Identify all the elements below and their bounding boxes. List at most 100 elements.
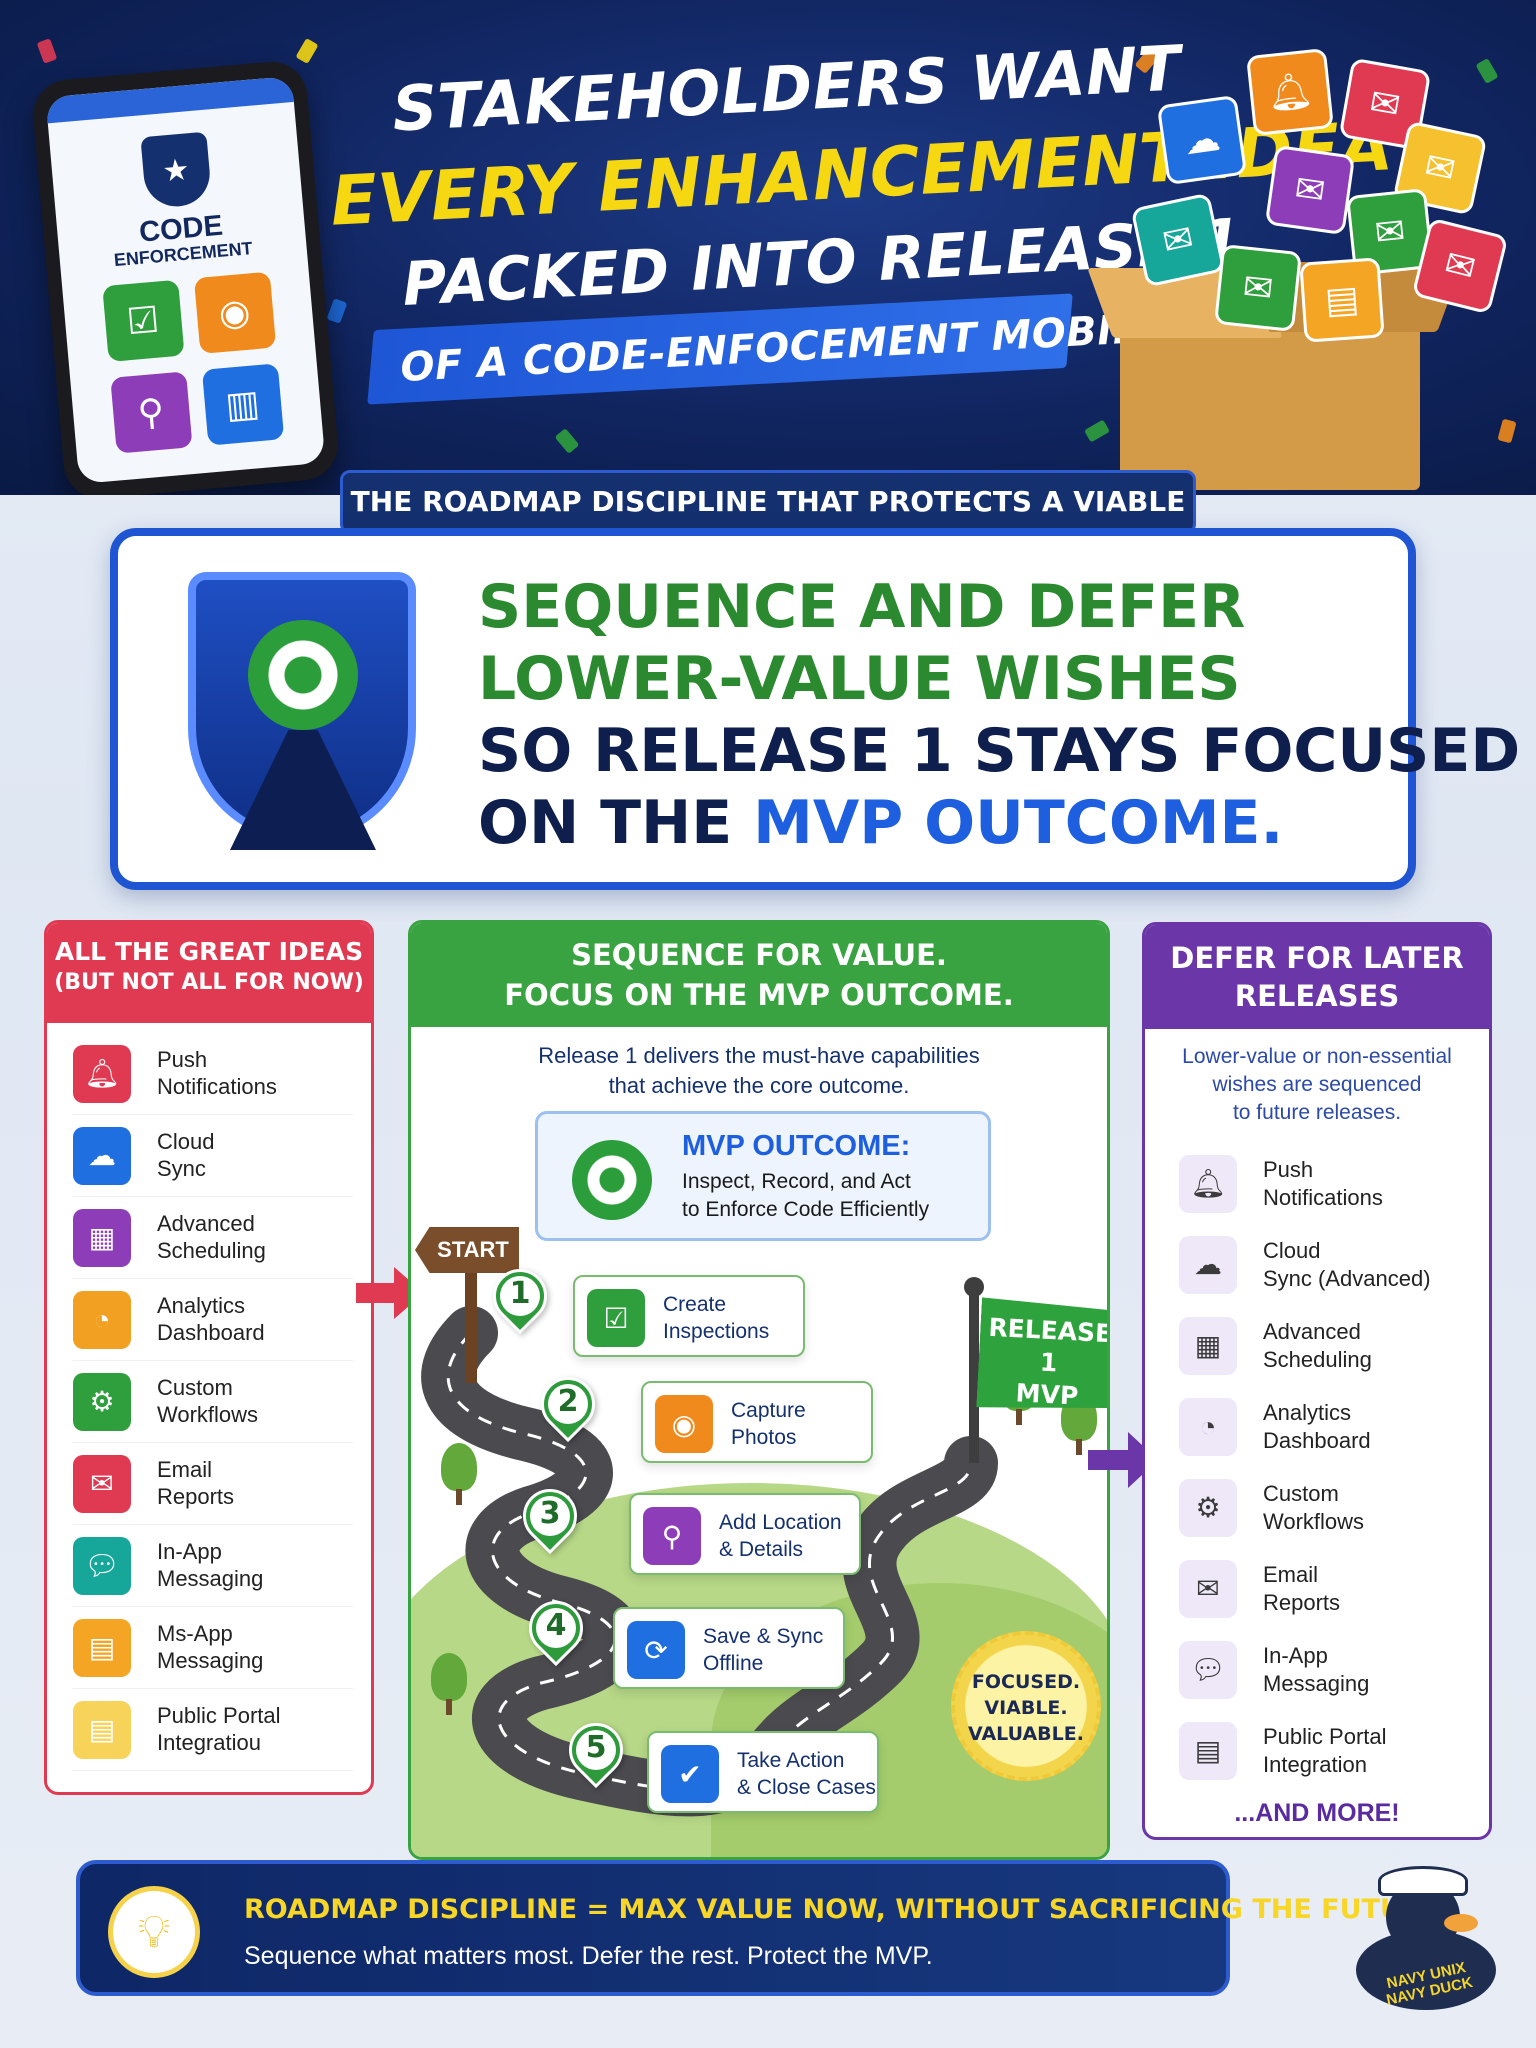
- deferred-item: ✉Email Reports: [1179, 1548, 1475, 1629]
- tree: [441, 1443, 477, 1491]
- calendar-icon: ▦: [73, 1208, 131, 1267]
- arrow-right-icon: [356, 1267, 424, 1319]
- idea-item-label: Public Portal Integratiou: [157, 1703, 281, 1755]
- tree-trunk: [446, 1699, 452, 1715]
- bell-icon: 🔔︎: [1246, 48, 1334, 136]
- footer-headline: ROADMAP DISCIPLINE = MAX VALUE NOW, WITH…: [244, 1894, 1452, 1925]
- core-line-4: ON THE MVP OUTCOME.: [478, 788, 1283, 858]
- step-marker-inner: [576, 1730, 616, 1770]
- deferred-item-label: Public Portal Integration: [1263, 1723, 1387, 1777]
- step-label: Take Action & Close Cases: [737, 1749, 876, 1799]
- deferred-item: ⚙ Custom Workflows: [1179, 1467, 1475, 1548]
- chat-icon: 💬︎: [73, 1536, 131, 1595]
- cloud-icon: ☁: [1156, 94, 1248, 186]
- deferred-item-label: In-App Messaging: [1263, 1642, 1370, 1696]
- footer-banner: 💡︎ ROADMAP DISCIPLINE = MAX VALUE NOW, W…: [76, 1860, 1451, 1996]
- phone-illustration: ★ CODE ENFORCEMENT ☑ ◉ ⚲ ▥: [30, 58, 341, 495]
- idea-item-label: Custom Workflows: [157, 1375, 259, 1427]
- focused-badge: FOCUSED. VIABLE. VALUABLE.: [951, 1631, 1101, 1781]
- shield-icon: ★: [139, 131, 212, 210]
- confetti: [326, 298, 348, 324]
- confetti: [1497, 418, 1517, 444]
- camera-icon: ◉: [193, 272, 276, 355]
- location-pin-icon: ⚲: [643, 1507, 701, 1565]
- step-card: ⚲Add Location & Details: [629, 1493, 861, 1575]
- sequence-panel: SEQUENCE FOR VALUE. FOCUS ON THE MVP OUT…: [408, 920, 1110, 1860]
- sequence-panel-intro: Release 1 delivers the must-have capabil…: [538, 1043, 980, 1098]
- flag-pole: [969, 1285, 979, 1463]
- lightbulb-icon: 💡︎: [108, 1886, 200, 1978]
- idea-item-label: Analytics Dashboard: [157, 1293, 265, 1345]
- chat-icon: ✉: [1214, 244, 1302, 332]
- confetti: [295, 37, 319, 65]
- clipboard-icon: ☑: [101, 280, 185, 363]
- bar-chart-icon: ▥: [201, 363, 284, 447]
- location-pin-icon: ⚲: [109, 371, 193, 455]
- step-number: 3: [539, 1496, 561, 1531]
- sync-icon: ⟳: [627, 1621, 685, 1679]
- gear-icon: ⚙: [1179, 1478, 1237, 1537]
- confetti: [36, 38, 58, 64]
- and-more-label: ...AND MORE!: [1234, 1799, 1400, 1827]
- step-card: ⟳Save & Sync Offline: [613, 1607, 845, 1689]
- core-message-card: SEQUENCE AND DEFER LOWER-VALUE WISHES SO…: [110, 528, 1520, 890]
- idea-item: 💬︎ In-App Messaging: [73, 1525, 353, 1607]
- sequence-panel-title: SEQUENCE FOR VALUE. FOCUS ON THE MVP OUT…: [411, 923, 1107, 1027]
- deferred-item: 💬︎In-App Messaging: [1179, 1629, 1475, 1710]
- ideas-panel-header: ALL THE GREAT IDEAS (BUT NOT ALL FOR NOW…: [47, 923, 371, 1023]
- idea-item: ☁Cloud Sync: [73, 1115, 353, 1197]
- idea-item-label: Advanced Scheduling: [157, 1211, 266, 1263]
- camera-icon: ◉: [655, 1395, 713, 1453]
- step-marker-inner: [536, 1608, 576, 1648]
- confetti: [554, 428, 580, 454]
- document-icon: ▤: [1179, 1721, 1237, 1780]
- start-sign: START: [415, 1227, 519, 1273]
- arrow-right-icon: [1088, 1432, 1158, 1488]
- deferred-item-label: Advanced Scheduling: [1263, 1318, 1372, 1372]
- deferred-item: ◔Analytics Dashboard: [1179, 1386, 1475, 1467]
- step-label: Create Inspections: [663, 1293, 770, 1343]
- bell-icon: 🔔︎: [73, 1044, 131, 1103]
- chat-icon: ✉: [1130, 192, 1226, 288]
- mvp-outcome-desc: Inspect, Record, and Act to Enforce Code…: [682, 1170, 930, 1221]
- defer-panel: DEFER FOR LATER RELEASES Lower-value or …: [1142, 922, 1492, 1840]
- step-card: ✔Take Action & Close Cases: [647, 1731, 879, 1813]
- idea-item-label: In-App Messaging: [157, 1539, 264, 1591]
- tree-trunk: [1076, 1439, 1082, 1455]
- idea-item: ✉Email Reports: [73, 1443, 353, 1525]
- deferred-item-label: Cloud Sync (Advanced): [1263, 1237, 1431, 1291]
- ideas-list: 🔔︎ Push Notifications ☁Cloud Sync ▦ Advanced…: [47, 1023, 371, 1771]
- defer-list: 🔔︎ Push Notifications ☁Cloud Sync (Advance…: [1145, 1127, 1489, 1791]
- hero-section: ★ CODE ENFORCEMENT ☑ ◉ ⚲ ▥ STAKEHOLDERS …: [0, 0, 1536, 495]
- envelope-icon: ✉: [73, 1454, 131, 1513]
- ideas-panel-subtitle: (BUT NOT ALL FOR NOW): [54, 970, 364, 995]
- deferred-item-label: Custom Workflows: [1263, 1480, 1365, 1534]
- confetti: [1475, 57, 1499, 85]
- step-card: ☑Create Inspections: [573, 1275, 805, 1357]
- document-icon: ▤: [73, 1618, 131, 1677]
- bell-icon: 🔔︎: [1179, 1154, 1237, 1213]
- shield-target-icon: [188, 572, 416, 850]
- defer-panel-title: DEFER FOR LATER RELEASES: [1145, 925, 1489, 1029]
- deferred-item: ☁Cloud Sync (Advanced): [1179, 1224, 1475, 1305]
- deferred-item-label: Analytics Dashboard: [1263, 1399, 1371, 1453]
- target-icon: [572, 1140, 652, 1220]
- core-line-4-accent: MVP OUTCOME.: [753, 788, 1284, 858]
- idea-item-label: Push Notifications: [157, 1047, 277, 1099]
- sign-post: [465, 1273, 477, 1383]
- step-number: 5: [585, 1730, 607, 1765]
- pie-chart-icon: ◔: [73, 1290, 131, 1349]
- step-marker-inner: [548, 1384, 588, 1424]
- core-line-2: LOWER-VALUE WISHES: [478, 644, 1241, 714]
- envelope-icon: ✉: [1179, 1559, 1237, 1618]
- deferred-item-label: Push Notifications: [1263, 1156, 1383, 1210]
- tree-trunk: [456, 1489, 462, 1505]
- footer-subline: Sequence what matters most. Defer the re…: [244, 1942, 933, 1970]
- cloud-icon: ☁: [73, 1126, 131, 1185]
- step-number: 4: [545, 1608, 567, 1643]
- idea-item: ◔ Analytics Dashboard: [73, 1279, 353, 1361]
- defer-panel-intro: Lower-value or non-essential wishes are …: [1182, 1045, 1452, 1124]
- tree-trunk: [1016, 1409, 1022, 1425]
- ideas-panel-title: ALL THE GREAT IDEAS: [54, 937, 364, 966]
- road-path: [421, 1306, 998, 1817]
